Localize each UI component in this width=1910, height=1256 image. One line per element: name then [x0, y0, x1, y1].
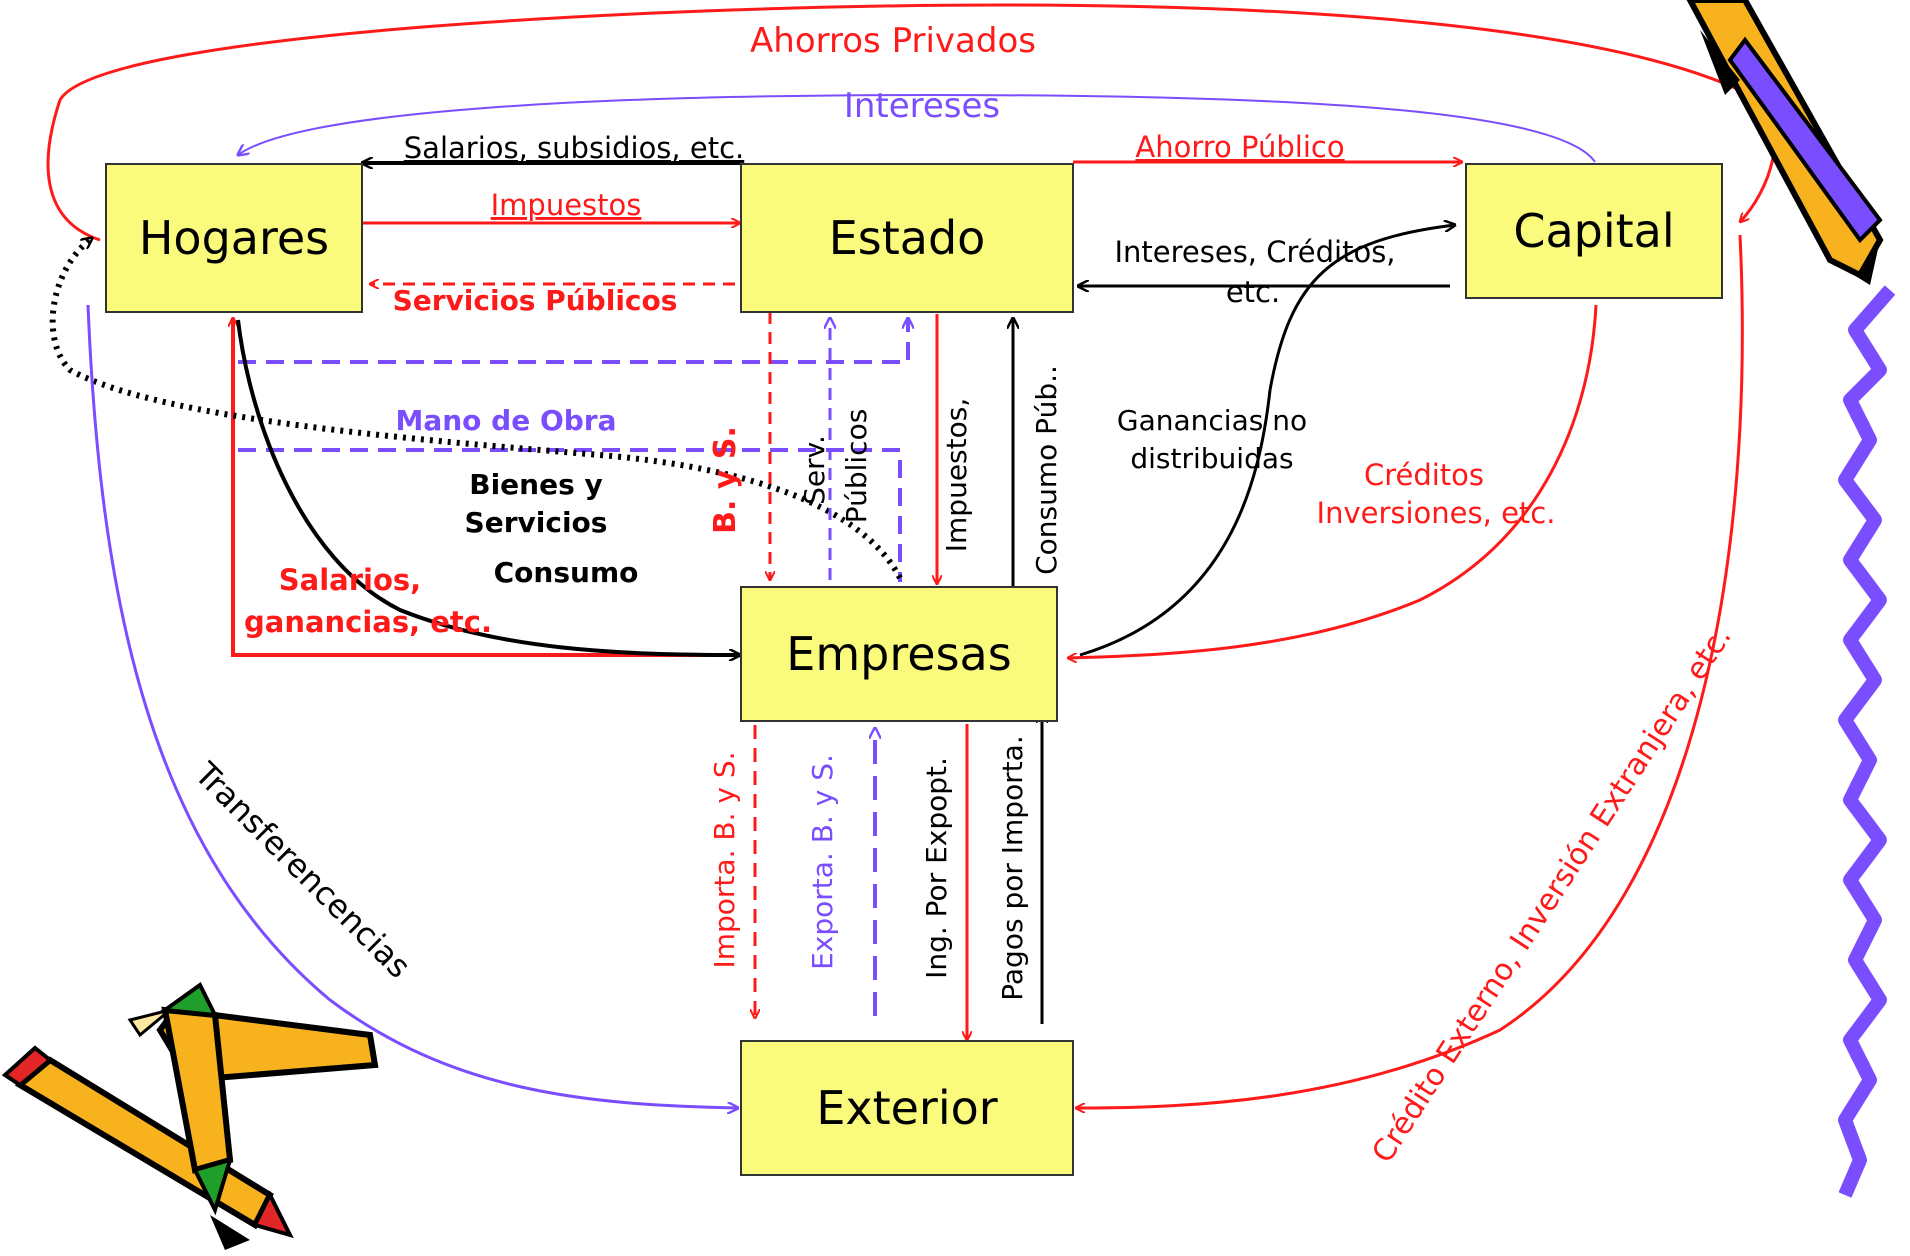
dotted-flow-arrow [49, 235, 903, 580]
intereses-arrow [238, 93, 1596, 163]
label-ahorro-publico: Ahorro Público [1135, 130, 1344, 164]
ganancias-arrow [1079, 225, 1455, 657]
label-salarios-subsidios: Salarios, subsidios, etc. [404, 131, 744, 165]
label-publicos-vertical: Públicos [840, 409, 873, 524]
node-capital: Capital [1465, 163, 1723, 299]
label-importa-vertical: Importa. B. y S. [708, 751, 741, 968]
mano-de-obra-lower-dashed [238, 448, 902, 582]
label-ing-export-vertical: Ing. Por Expopt. [920, 757, 953, 979]
label-bienes-servicios-1: Bienes y [469, 468, 603, 501]
label-intereses: Intereses [844, 86, 1000, 126]
label-consumo: Consumo [494, 556, 639, 589]
node-empresas: Empresas [740, 586, 1058, 722]
node-estado: Estado [740, 163, 1074, 313]
label-ganancias-2: distribuidas [1130, 442, 1293, 475]
label-intereses-creditos-etc: etc. [1226, 275, 1280, 309]
label-creditos-1: Créditos [1364, 458, 1484, 492]
label-salarios-ganancias-2: ganancias, etc. [244, 605, 492, 639]
label-creditos-2: Inversiones, etc. [1317, 496, 1556, 530]
creditos-inversiones-arrow [1068, 304, 1598, 658]
label-salarios-ganancias-1: Salarios, [279, 563, 421, 597]
label-servicios-publicos: Servicios Públicos [393, 284, 678, 317]
label-bys-vertical: B. y S. [708, 426, 743, 534]
label-impuestos-vertical: Impuestos, [940, 398, 973, 552]
squiggle-line-decoration [1838, 285, 1896, 1198]
label-ganancias-1: Ganancias no [1117, 404, 1307, 437]
label-serv-vertical: Serv. [798, 435, 831, 505]
crossed-pencils-icon [1, 982, 379, 1250]
label-credito-externo: Crédito Externo, Inversión Extranjera, e… [1365, 620, 1738, 1169]
node-exterior: Exterior [740, 1040, 1074, 1176]
label-consumo-pub-vertical: Consumo Púb.. [1030, 365, 1063, 575]
node-hogares: Hogares [105, 163, 363, 313]
label-intereses-creditos: Intereses, Créditos, [1114, 235, 1395, 269]
label-pagos-import-vertical: Pagos por Importa. [996, 735, 1029, 1000]
label-impuestos-top: Impuestos [491, 188, 642, 222]
pencil-icon [1686, 0, 1884, 285]
label-exporta-vertical: Exporta. B. y S. [806, 754, 839, 970]
label-ahorros-privados: Ahorros Privados [750, 21, 1036, 61]
transferencias-arrow [86, 304, 738, 1108]
salarios-ganancias-arrow [233, 318, 735, 657]
label-bienes-servicios-2: Servicios [465, 506, 608, 539]
label-transferencias: Transferencencias [187, 754, 418, 985]
credito-externo-arrow [1076, 234, 1744, 1108]
label-mano-de-obra: Mano de Obra [395, 404, 616, 437]
mano-de-obra-upper-dashed [238, 318, 908, 364]
